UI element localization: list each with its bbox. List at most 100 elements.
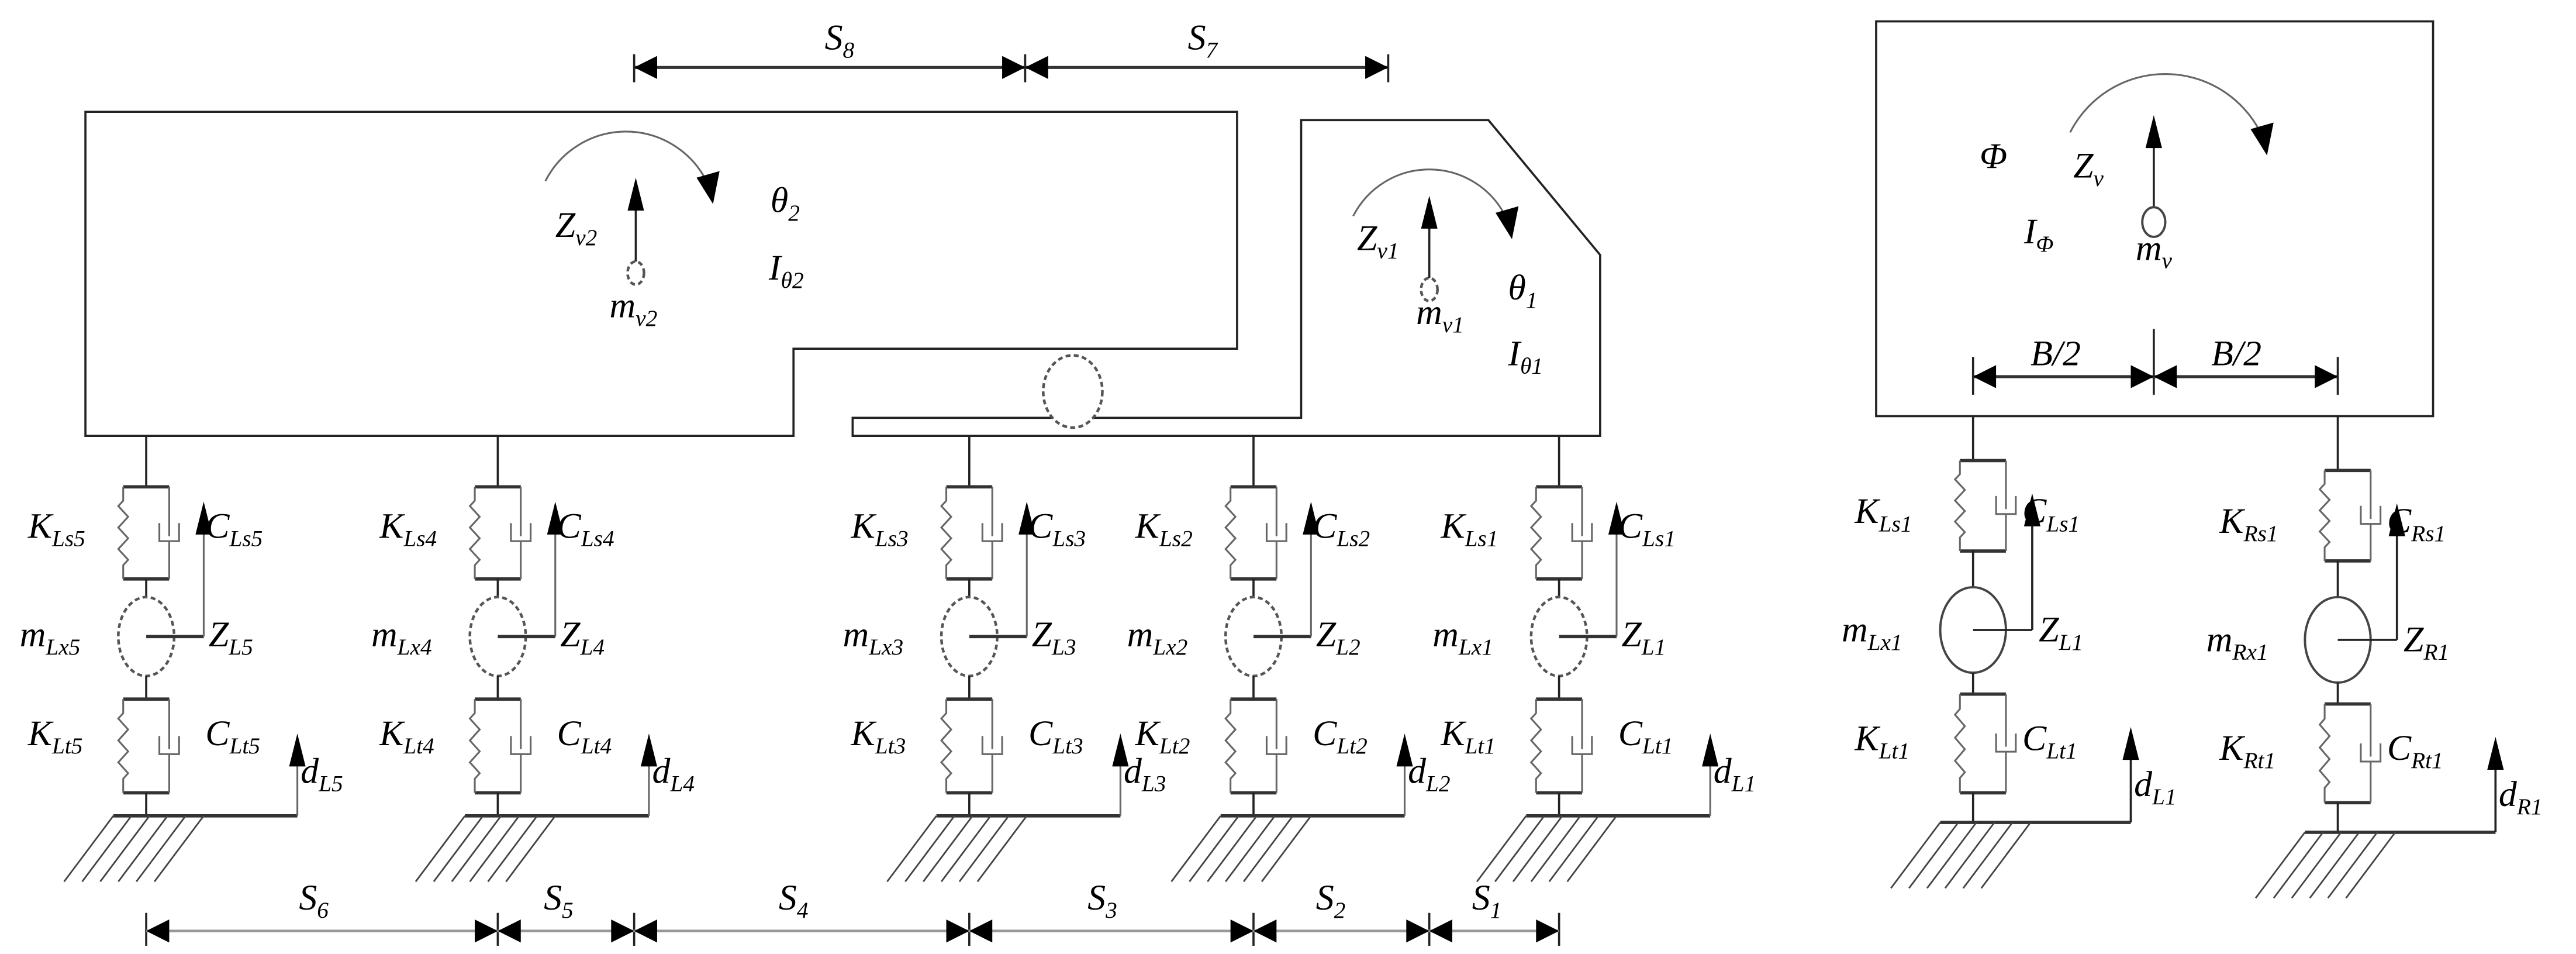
dimension-s5-label-main: S	[544, 878, 562, 918]
hatch-line	[1962, 822, 2014, 889]
tire-stiffness-label-sub: Lt1	[1465, 733, 1496, 759]
damper-icon	[158, 699, 180, 793]
zl-arrow-icon	[547, 501, 564, 535]
unsprung-mass-label-main: m	[20, 615, 46, 655]
spring-stiffness-label: KLs4	[379, 507, 437, 552]
front-pitch-angle-label-sub: 1	[1526, 287, 1538, 313]
suspension-unit	[940, 485, 1003, 581]
hatch-line	[976, 815, 1028, 883]
suspension-unit	[1953, 459, 2017, 553]
unsprung-disp-label-sub: L4	[580, 634, 605, 660]
half-track-left-label: B/2	[2031, 333, 2081, 373]
spring-stiffness-label-sub: Rs1	[2243, 521, 2278, 546]
tire-unit	[117, 697, 180, 795]
hatch-line	[923, 815, 973, 883]
unsprung-mass-label-main: m	[2206, 620, 2233, 660]
damping-label: CLs1	[2022, 491, 2080, 536]
road-input-label-sub: L5	[318, 771, 343, 797]
tire-stiffness-label: KLt1	[1440, 714, 1496, 759]
arrow-left-icon	[634, 56, 657, 79]
arrow-left-icon	[1973, 365, 1997, 388]
spring-icon	[468, 487, 481, 579]
damping-label-sub: Rs1	[2411, 521, 2446, 546]
road-input-label-main: d	[652, 752, 671, 791]
tire-unit	[2318, 702, 2382, 805]
front-pitch-angle-label: θ1	[1508, 268, 1538, 313]
road-input-label-sub: L1	[1731, 771, 1756, 797]
road-input-label: dL1	[1714, 752, 1756, 797]
rear-vertical-disp-label-sub: v2	[575, 225, 597, 250]
zl-arrow-icon	[1303, 501, 1320, 535]
road-input-label-sub: L4	[669, 771, 695, 797]
arrow-right-icon	[946, 919, 969, 943]
damper-icon	[1265, 487, 1287, 579]
rear-pitch-inertia-label: Iθ2	[768, 248, 804, 293]
ground-hatch	[415, 814, 649, 883]
damping-label: CLs5	[205, 507, 263, 552]
tire-stiffness-label: KLt5	[27, 714, 83, 759]
road-input-label-main: d	[2499, 774, 2518, 814]
spring-icon	[468, 699, 481, 793]
spring-icon	[1529, 487, 1542, 579]
spring-stiffness-label-sub: Ls1	[1879, 511, 1912, 536]
damping-label-sub: Ls1	[2046, 511, 2080, 536]
damping-label-sub: Ls2	[1336, 526, 1370, 552]
ground-hatch	[886, 814, 1121, 883]
hatch-line	[1207, 815, 1258, 883]
damper-icon	[2360, 470, 2382, 561]
roll-rotation-icon	[2069, 73, 2274, 156]
dimension-s4-label-main: S	[779, 878, 797, 918]
unsprung-disp-label-main: Z	[2039, 610, 2059, 650]
road-input-label-sub: R1	[2516, 794, 2543, 819]
spring-stiffness-label: KLs5	[27, 507, 85, 552]
dimension-s6-label-sub: 6	[317, 897, 329, 923]
road-input-arrow-icon	[1112, 733, 1129, 767]
spring-stiffness-label: KRs1	[2219, 501, 2278, 546]
spring-icon	[1224, 487, 1237, 579]
unsprung-mass-label-main: m	[1127, 615, 1154, 655]
ground-hatch	[2254, 831, 2496, 899]
tire-damping-label: CLt2	[1313, 714, 1368, 759]
spring-icon	[117, 487, 130, 579]
tire-damping-label-sub: Lt2	[1336, 733, 1367, 759]
tire-damping-label: CLt4	[557, 714, 612, 759]
tire-damping-label-main: C	[2387, 728, 2412, 768]
road-input-label-main: d	[1124, 752, 1142, 791]
unsprung-disp-label-main: Z	[1316, 615, 1337, 655]
hatch-line	[1512, 815, 1563, 883]
unsprung-mass-label-sub: Lx3	[868, 634, 903, 660]
tire-damping-label-sub: Lt3	[1052, 733, 1083, 759]
spring-icon	[117, 699, 130, 793]
hatch-line	[1890, 822, 1941, 889]
damper-icon	[158, 487, 180, 579]
roll-inertia-label-main: I	[2023, 212, 2038, 252]
arrow-right-icon	[1536, 919, 1559, 943]
rear-pitch-angle-label-sub: 2	[788, 200, 800, 226]
tire-stiffness-label-sub: Lt4	[403, 733, 434, 759]
unsprung-mass-label-sub: Lx5	[45, 634, 80, 660]
road-input-arrow-icon	[1396, 733, 1413, 767]
spring-stiffness-label-sub: Ls1	[1465, 526, 1498, 552]
unsprung-mass-label: mLx1	[1842, 610, 1902, 655]
unsprung-disp-label: ZR1	[2404, 620, 2449, 665]
arrow-left-icon	[498, 919, 521, 943]
unsprung-disp-label-main: Z	[1621, 615, 1642, 655]
unsprung-mass-label: mRx1	[2206, 620, 2268, 665]
body-mass-label-main: m	[2136, 228, 2162, 268]
unsprung-disp-label: ZL1	[2039, 610, 2083, 655]
tire-stiffness-label-sub: Lt1	[1879, 738, 1909, 763]
dimension-s1-label-main: S	[1472, 878, 1490, 918]
vertical-disp-label-sub: v	[2094, 166, 2104, 191]
z-arrow-icon	[2023, 493, 2040, 526]
tire-damping-label-main: C	[1313, 714, 1337, 753]
arrow-right-icon	[2315, 365, 2338, 388]
tire-damping-label-main: C	[2022, 718, 2047, 758]
suspension-unit	[468, 485, 532, 581]
rear-pitch-inertia-label-sub: θ2	[781, 267, 804, 293]
dimension-s3-label: S3	[1087, 878, 1117, 923]
unsprung-mass-label-sub: Lx4	[397, 634, 432, 660]
arrow-left-icon	[2153, 365, 2177, 388]
